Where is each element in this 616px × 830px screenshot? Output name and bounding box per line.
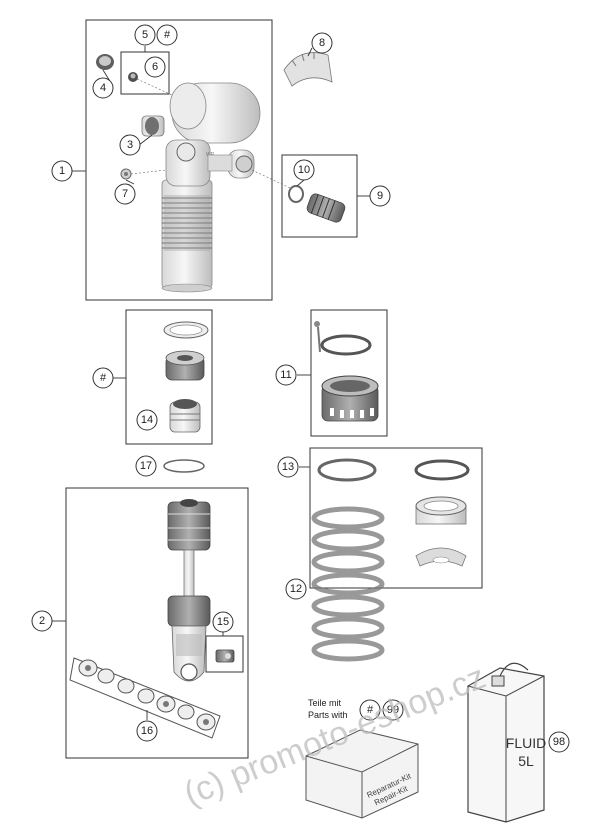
svg-text:8: 8 xyxy=(319,37,325,49)
note-line-en: Parts with xyxy=(308,710,348,720)
svg-text:99: 99 xyxy=(387,704,399,716)
box-piston-rod xyxy=(65,487,249,759)
part-7-nut xyxy=(120,168,167,180)
callout-2: 2 xyxy=(31,610,53,632)
callout-14: 14 xyxy=(136,409,158,431)
svg-text:2: 2 xyxy=(39,615,45,627)
leader-lines xyxy=(52,46,370,720)
callout-3: 3 xyxy=(119,134,141,156)
repair-kit-box: Reparatur-Kit Repair-Kit xyxy=(305,729,419,819)
callout-10: 10 xyxy=(293,159,315,181)
part-4-cap xyxy=(96,54,114,70)
svg-text:15: 15 xyxy=(217,616,229,628)
svg-text:7: 7 xyxy=(122,188,128,200)
part-3-bushing xyxy=(141,115,165,137)
svg-text:#: # xyxy=(100,372,107,384)
part-16-bushings xyxy=(69,657,221,739)
part-12-spring xyxy=(311,506,385,662)
svg-text:5: 5 xyxy=(142,29,148,41)
callout-1: 1 xyxy=(51,160,73,182)
fluid-can: FLUID 5L xyxy=(467,662,546,823)
callout-4: 4 xyxy=(92,77,114,99)
callout-99: 99 xyxy=(382,699,404,721)
part-8-shell xyxy=(283,52,333,87)
svg-text:17: 17 xyxy=(140,460,152,472)
svg-text:98: 98 xyxy=(553,736,565,748)
callout-11: 11 xyxy=(275,364,297,386)
callout-15: 15 xyxy=(212,611,234,633)
callout-6: 6 xyxy=(144,56,166,78)
note-line-de: Teile mit xyxy=(308,698,342,708)
svg-text:14: 14 xyxy=(141,414,153,426)
part-15-bolt xyxy=(215,649,235,663)
box-shock-body xyxy=(85,19,273,301)
seal-kit-parts xyxy=(163,321,209,433)
callout-98: 98 xyxy=(548,731,570,753)
part-6-valve xyxy=(128,72,173,96)
callout-99-hash: # xyxy=(359,699,381,721)
svg-text:13: 13 xyxy=(282,461,294,473)
shock-body-part: WP xyxy=(161,82,261,293)
part-9-valve-assembly xyxy=(251,169,346,223)
callout-13: 13 xyxy=(277,456,299,478)
svg-text:10: 10 xyxy=(298,164,310,176)
part-17-circlip xyxy=(163,459,205,473)
part-13-retainers xyxy=(317,458,470,567)
callout-5-hash: # xyxy=(156,24,178,46)
svg-text:9: 9 xyxy=(377,190,383,202)
svg-text:12: 12 xyxy=(290,583,302,595)
callout-9: 9 xyxy=(369,185,391,207)
svg-text:1: 1 xyxy=(59,165,65,177)
fluid-label: FLUID xyxy=(506,735,546,751)
box-seal-kit xyxy=(125,309,213,445)
callout-5: 5 xyxy=(134,24,156,46)
fluid-volume: 5L xyxy=(518,753,534,769)
svg-text:3: 3 xyxy=(127,139,133,151)
box-15 xyxy=(205,635,244,673)
svg-text:6: 6 xyxy=(152,61,158,73)
svg-text:#: # xyxy=(367,704,374,716)
callout-14-hash: # xyxy=(92,367,114,389)
box-adjuster xyxy=(310,309,388,437)
callout-17: 17 xyxy=(135,455,157,477)
svg-text:11: 11 xyxy=(280,369,291,381)
callout-7: 7 xyxy=(114,183,136,205)
part-2-piston-rod xyxy=(167,499,211,682)
callout-8: 8 xyxy=(311,32,333,54)
part-11-adjuster xyxy=(314,321,379,422)
svg-text:#: # xyxy=(164,29,171,41)
svg-text:16: 16 xyxy=(141,725,153,737)
svg-text:4: 4 xyxy=(100,82,106,94)
callout-12: 12 xyxy=(285,578,307,600)
box-spring-retainers xyxy=(309,447,483,589)
callout-16: 16 xyxy=(136,720,158,742)
